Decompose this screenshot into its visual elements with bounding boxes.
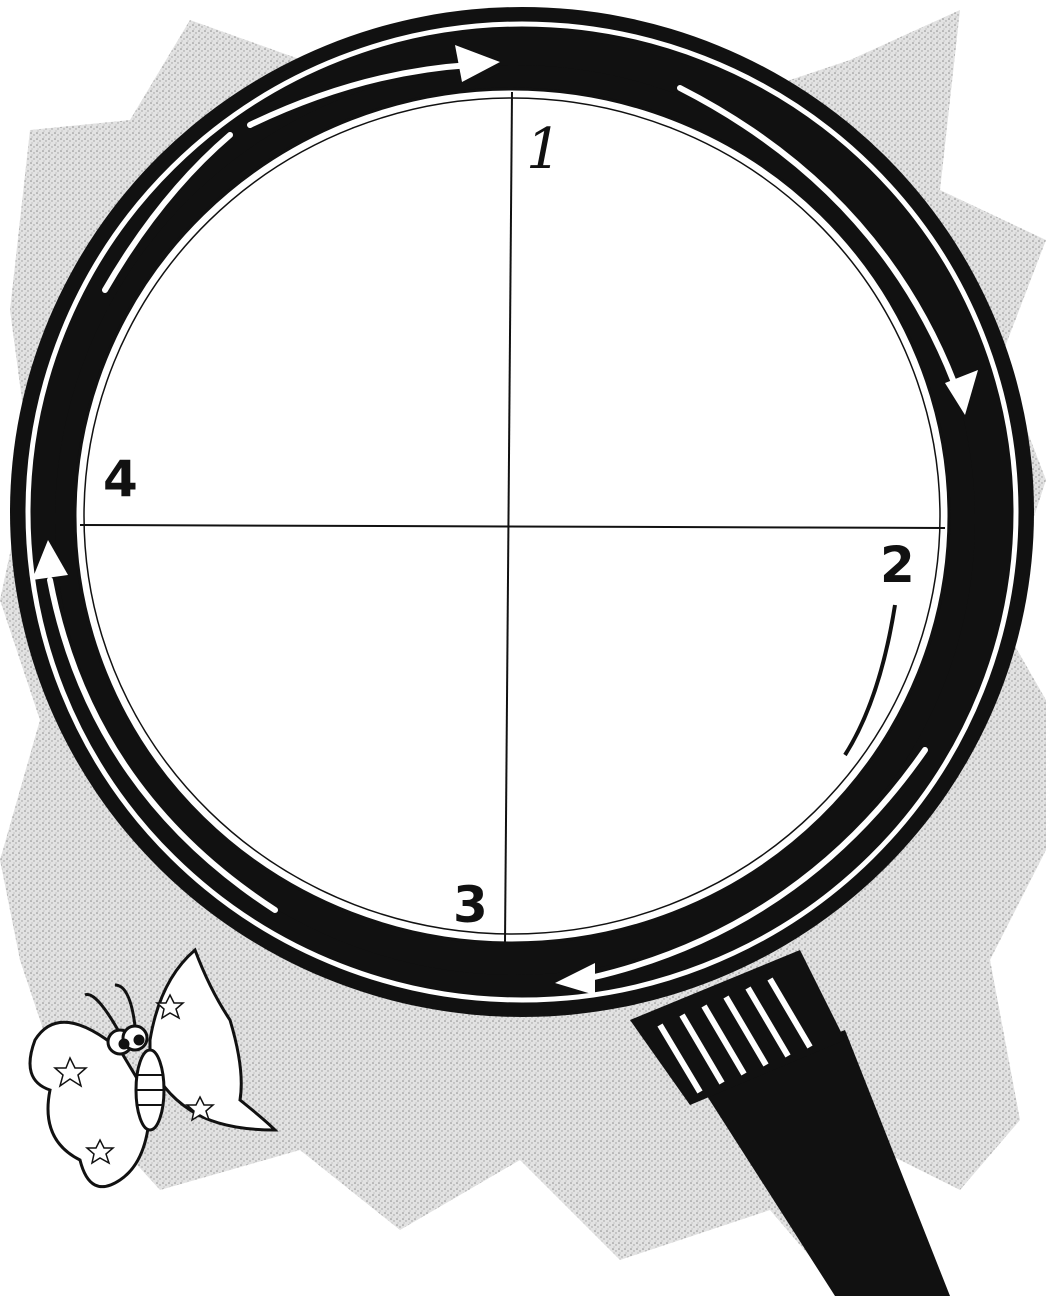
quadrant-label-1: 1 (526, 122, 562, 178)
quadrant-label-2: 2 (880, 540, 915, 590)
quadrant-label-3: 3 (453, 880, 488, 930)
quadrant-label-4: 4 (103, 454, 138, 504)
magnifier-rim (10, 7, 1034, 1017)
